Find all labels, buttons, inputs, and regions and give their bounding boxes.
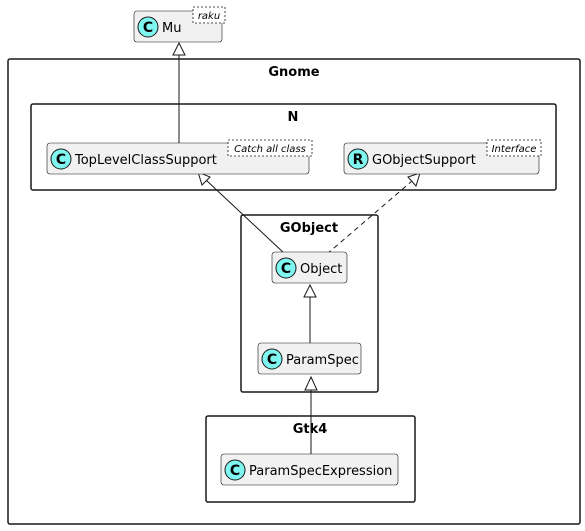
class-badge-c-icon: [50, 148, 72, 170]
class-mu[interactable]: C Mu raku: [133, 6, 226, 43]
class-box: [220, 453, 399, 486]
package-gobject-title: GObject: [280, 221, 338, 236]
stereotype-label: raku: [198, 11, 220, 22]
class-badge-r-icon: [347, 148, 369, 170]
package-gobject-frame: [240, 214, 379, 393]
badge-letter: C: [143, 20, 153, 36]
relation-toplevel-extends-mu: [172, 41, 186, 143]
class-paramspecexpression[interactable]: C ParamSpecExpression: [220, 453, 399, 486]
class-name: Mu: [162, 21, 181, 36]
stereotype-tag: [227, 139, 313, 157]
package-gtk4-title: Gtk4: [293, 422, 328, 437]
class-badge-c-icon: [275, 257, 297, 279]
class-paramspec[interactable]: C ParamSpec: [257, 342, 362, 375]
package-n-frame: [30, 103, 557, 191]
relation-paramspec-extends-object: [303, 283, 317, 343]
class-name: TopLevelClassSupport: [74, 153, 217, 168]
class-badge-c-icon: [137, 16, 159, 38]
relation-object-extends-toplevel: [197, 171, 286, 255]
package-gnome-frame: [7, 58, 581, 525]
class-name: ParamSpec: [286, 353, 359, 368]
class-badge-c-icon: [224, 459, 246, 481]
stereotype-tag: [192, 6, 226, 24]
inheritance-arrowhead: [197, 171, 211, 186]
stereotype-label: Catch all class: [234, 144, 306, 155]
badge-letter: C: [56, 152, 66, 168]
badge-letter: R: [353, 152, 364, 168]
badge-letter: C: [281, 261, 291, 277]
inheritance-arrowhead: [172, 41, 186, 56]
class-name: Object: [300, 262, 342, 277]
package-gobject: GObject: [240, 214, 379, 393]
stereotype-label: Interface: [492, 144, 537, 155]
edge-dashed-line: [326, 180, 413, 255]
relation-paramspecexpression-extends-paramspec: [304, 375, 318, 454]
package-gnome: Gnome: [7, 58, 581, 525]
package-n: N: [30, 103, 557, 191]
inheritance-arrowhead: [304, 375, 318, 391]
class-badge-c-icon: [261, 348, 283, 370]
badge-letter: C: [230, 463, 240, 479]
class-name: ParamSpecExpression: [249, 464, 392, 479]
package-n-title: N: [288, 110, 299, 125]
class-gobjectsupport[interactable]: R GObjectSupport Interface: [343, 139, 542, 175]
class-object[interactable]: C Object: [271, 251, 348, 284]
class-box: [257, 342, 362, 375]
inheritance-arrowhead: [303, 283, 317, 298]
relation-object-implements-gobjectsupport: [326, 172, 421, 255]
edge-line: [205, 179, 286, 255]
stereotype-tag: [486, 139, 542, 157]
badge-letter: C: [267, 352, 277, 368]
class-name: GObjectSupport: [372, 153, 476, 168]
class-toplevelclasssupport[interactable]: C TopLevelClassSupport Catch all class: [46, 139, 313, 175]
realization-arrowhead: [407, 172, 421, 187]
package-gnome-title: Gnome: [268, 65, 319, 80]
